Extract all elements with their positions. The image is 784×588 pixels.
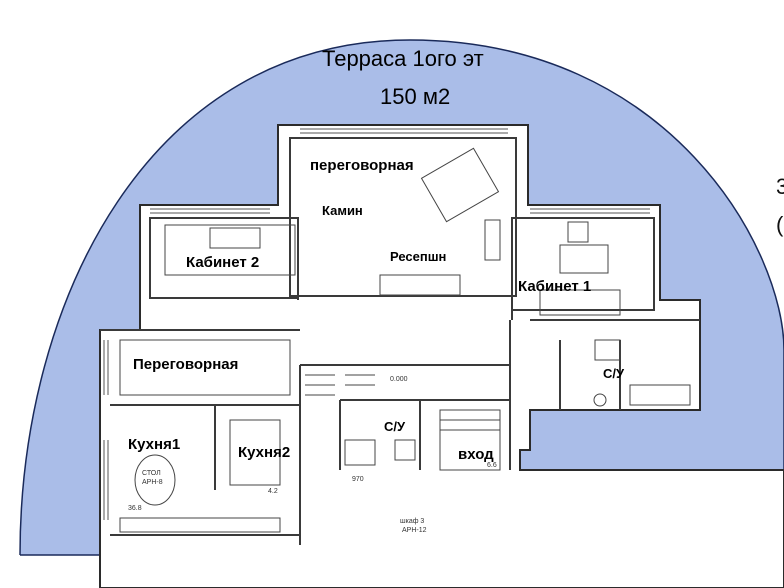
terrace-title: Терраса 1ого эт <box>322 46 484 71</box>
tag-bottom-2: АРН-12 <box>402 527 427 534</box>
tag-kitchen-table: СТОЛ <box>142 470 161 477</box>
room-label-office2: Кабинет 2 <box>186 254 260 271</box>
room-label-reception: Ресепшн <box>390 249 447 264</box>
mark-36-8: 36.8 <box>128 505 142 512</box>
room-label-kitchen2: Кухня2 <box>238 444 291 461</box>
level-mark: 0.000 <box>390 376 408 383</box>
mark-4-2: 4.2 <box>268 488 278 495</box>
terrace-area-label: 150 м2 <box>380 84 451 109</box>
interior-walls <box>100 137 700 545</box>
room-label-fireplace: Камин <box>322 203 363 218</box>
tag-bottom-1: шкаф 3 <box>400 518 425 525</box>
room-label-wc-right: С/У <box>603 366 625 381</box>
tag-kitchen-code: АРН-8 <box>142 479 163 486</box>
room-label-office1: Кабинет 1 <box>518 278 592 295</box>
dimension-970: 970 <box>352 476 364 483</box>
room-label-wc-center: С/У <box>384 419 406 434</box>
windows <box>103 128 650 520</box>
room-label-meeting-left: Переговорная <box>133 356 239 373</box>
room-label-meeting-top: переговорная <box>310 157 414 174</box>
mark-6-6: 6.6 <box>487 462 497 469</box>
edge-text-top: 3 <box>776 174 784 199</box>
edge-text-bottom: ( <box>776 212 784 237</box>
room-label-entrance: вход <box>458 446 494 463</box>
room-label-kitchen1: Кухня1 <box>128 436 181 453</box>
furniture <box>119 147 691 533</box>
